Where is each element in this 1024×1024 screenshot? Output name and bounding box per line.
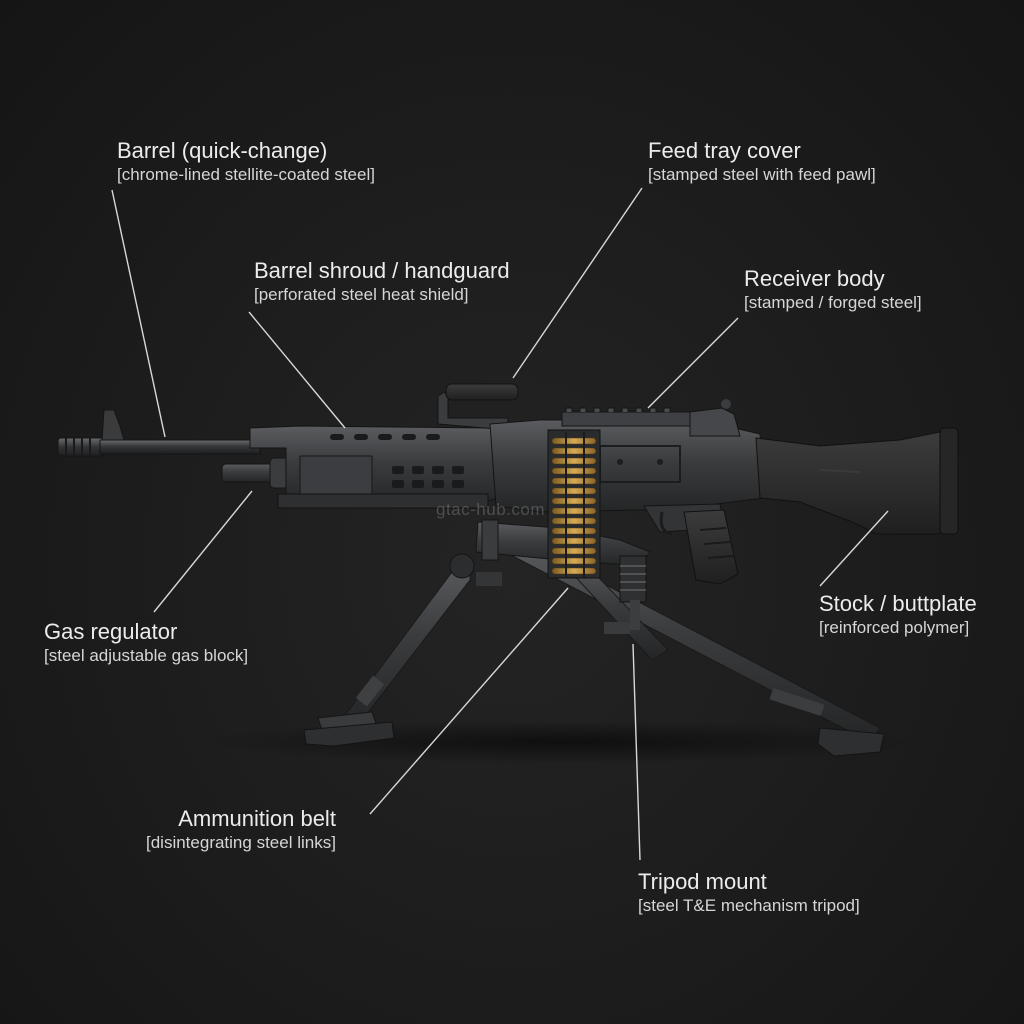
label-receiver-name: Receiver body	[744, 266, 885, 291]
leader-feed-tray	[512, 187, 643, 379]
label-barrel-material: [chrome-lined stellite-coated steel]	[117, 165, 375, 184]
tripod-graphic	[303, 519, 885, 757]
label-ammo-material: [disintegrating steel links]	[146, 833, 336, 852]
leader-ammo	[369, 587, 569, 815]
leader-gas	[153, 490, 253, 613]
label-receiver-material: [stamped / forged steel]	[744, 293, 922, 312]
leader-tripod	[632, 643, 641, 861]
ammo-belt-graphic	[547, 429, 601, 579]
leader-stock	[819, 510, 889, 587]
label-feed-tray: Feed tray cover [stamped steel with feed…	[648, 138, 876, 186]
label-stock-name: Stock / buttplate	[819, 591, 977, 616]
label-tripod: Tripod mount [steel T&E mechanism tripod…	[638, 869, 860, 917]
label-gas-regulator: Gas regulator [steel adjustable gas bloc…	[44, 619, 248, 667]
leader-barrel	[111, 189, 166, 438]
label-gas-name: Gas regulator	[44, 619, 178, 644]
leader-shroud	[248, 311, 346, 429]
label-receiver: Receiver body [stamped / forged steel]	[744, 266, 922, 314]
gun-graphic	[57, 383, 959, 585]
label-feed-tray-name: Feed tray cover	[648, 138, 801, 163]
watermark: gtac-hub.com	[436, 500, 545, 519]
label-shroud-material: [perforated steel heat shield]	[254, 285, 469, 304]
label-tripod-material: [steel T&E mechanism tripod]	[638, 896, 860, 915]
leader-receiver	[647, 317, 739, 409]
label-stock-material: [reinforced polymer]	[819, 618, 970, 637]
label-barrel-name: Barrel (quick-change)	[117, 138, 328, 163]
label-tripod-name: Tripod mount	[638, 869, 767, 894]
label-ammo-name: Ammunition belt	[178, 806, 336, 831]
label-gas-material: [steel adjustable gas block]	[44, 646, 249, 665]
label-stock: Stock / buttplate [reinforced polymer]	[819, 591, 977, 639]
label-shroud: Barrel shroud / handguard [perforated st…	[254, 258, 510, 306]
label-ammo-belt: Ammunition belt [disintegrating steel li…	[146, 806, 336, 854]
label-feed-tray-material: [stamped steel with feed pawl]	[648, 165, 876, 184]
label-shroud-name: Barrel shroud / handguard	[254, 258, 510, 283]
label-barrel: Barrel (quick-change) [chrome-lined stel…	[117, 138, 375, 186]
